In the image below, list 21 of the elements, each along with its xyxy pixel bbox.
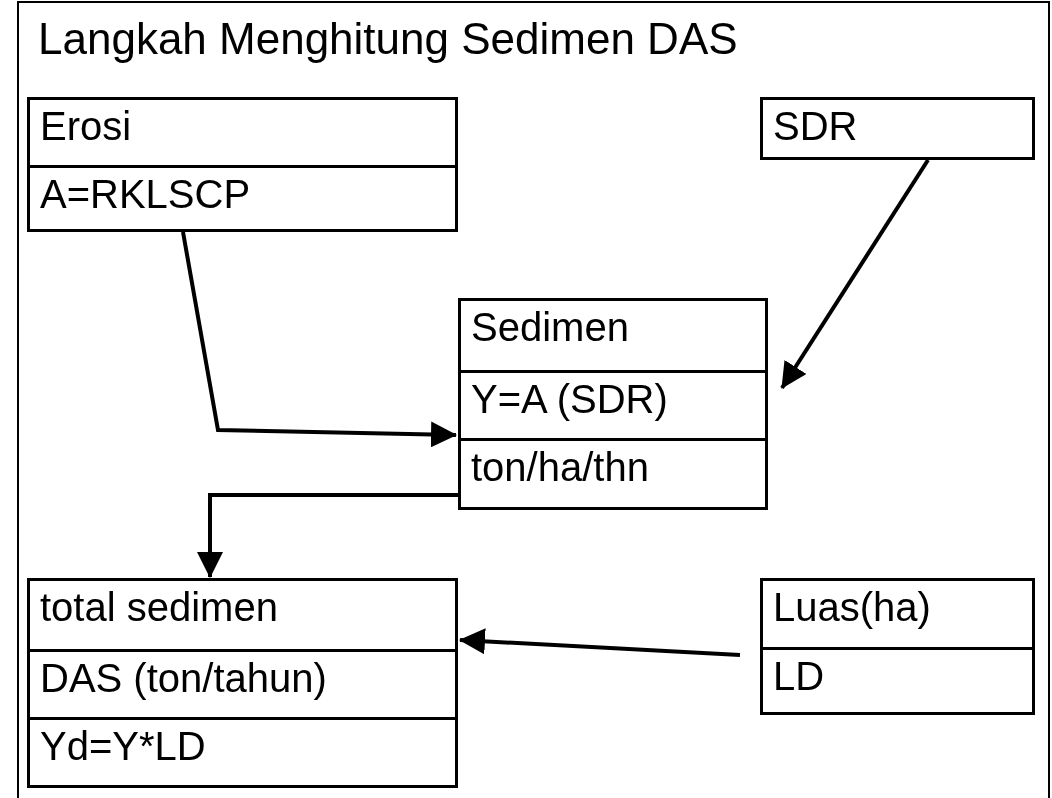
- box-heading: total sedimen: [40, 585, 278, 629]
- box-text: Yd=Y*LD: [40, 724, 206, 768]
- box-text: DAS (ton/tahun): [40, 656, 327, 700]
- table-box: [27, 97, 458, 232]
- box-text: ton/ha/thn: [471, 445, 649, 490]
- arrow: [459, 628, 741, 657]
- table-box: [458, 298, 768, 510]
- box-heading: Sedimen: [471, 305, 629, 349]
- box-text: LD: [773, 653, 825, 698]
- box-text: Y=A (SDR): [471, 376, 668, 421]
- arrow: [197, 493, 458, 578]
- box-heading: Erosi: [40, 104, 132, 148]
- table-box: [760, 578, 1035, 715]
- box-heading: Luas(ha): [773, 585, 931, 629]
- box-heading: SDR: [773, 104, 858, 148]
- diagram-title: Langkah Menghitung Sedimen DAS: [38, 14, 738, 64]
- arrow: [780, 158, 930, 390]
- arrow: [181, 231, 457, 448]
- table-box: [27, 578, 458, 788]
- box-text: A=RKLSCP: [40, 171, 251, 216]
- table-box: [760, 97, 1035, 160]
